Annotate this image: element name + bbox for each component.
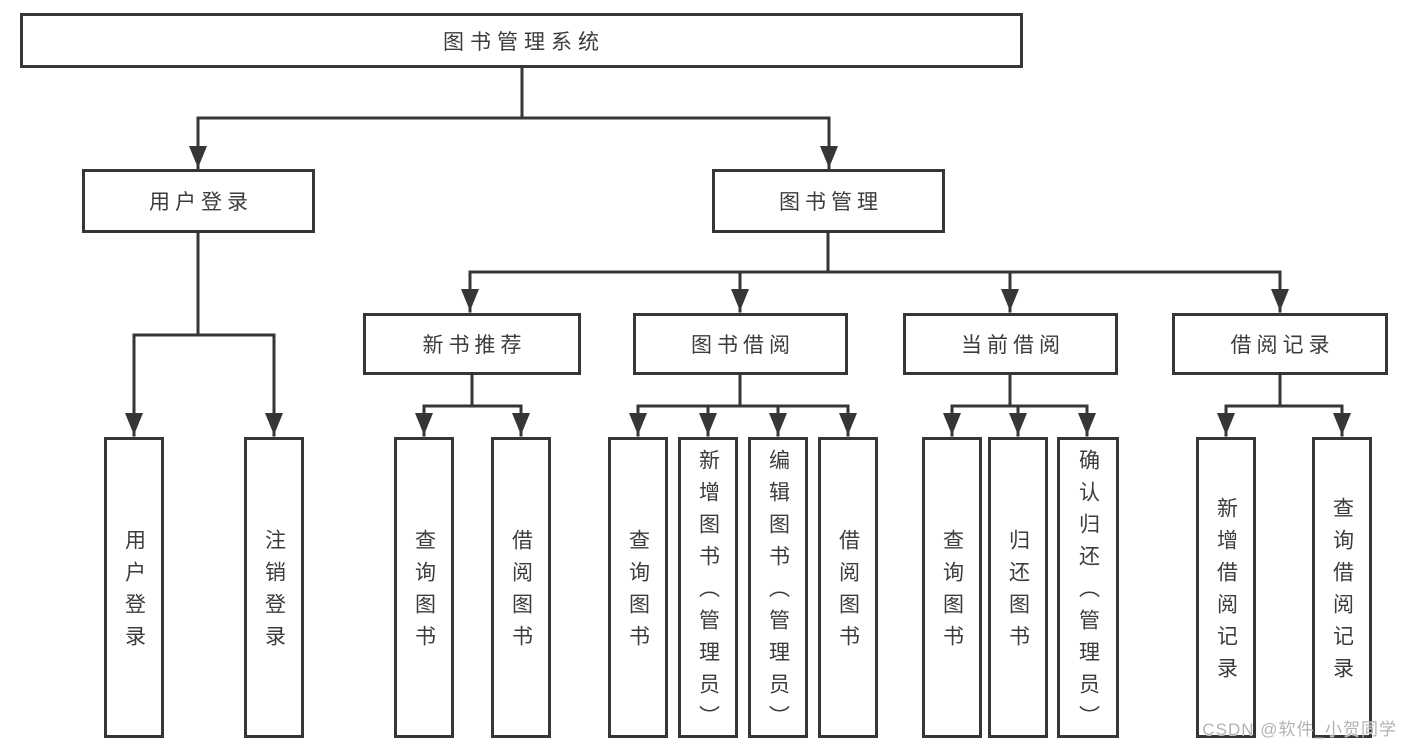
node-book-borrowing-label: 图书借阅 (691, 334, 795, 357)
node-current-borrowing-label: 当前借阅 (961, 334, 1065, 357)
leaf-borrow-books: 借阅图书 (818, 437, 878, 738)
node-borrowing-records-label: 借阅记录 (1230, 334, 1335, 357)
leaf-return-books-label: 归还图书 (1006, 529, 1030, 657)
node-borrowing-records: 借阅记录 (1172, 313, 1388, 375)
leaf-query-books-recommend: 查询图书 (394, 437, 454, 738)
leaf-borrow-books-label: 借阅图书 (836, 529, 860, 657)
leaf-query-books-current-label: 查询图书 (940, 529, 964, 657)
leaf-edit-books-admin: 编辑图书（管理员） (748, 437, 808, 738)
csdn-watermark: CSDN @软件_小贺同学 (1202, 720, 1397, 739)
leaf-borrow-books-recommend-label: 借阅图书 (509, 529, 533, 657)
leaf-return-books: 归还图书 (988, 437, 1048, 738)
node-book-borrowing: 图书借阅 (633, 313, 848, 375)
leaf-edit-books-admin-label: 编辑图书（管理员） (766, 449, 790, 737)
leaf-borrow-books-recommend: 借阅图书 (491, 437, 551, 738)
leaf-user-login-label: 用户登录 (122, 529, 146, 657)
leaf-add-books-admin: 新增图书（管理员） (678, 437, 738, 738)
leaf-confirm-return-admin: 确认归还（管理员） (1057, 437, 1119, 738)
leaf-logout-label: 注销登录 (262, 529, 286, 657)
leaf-add-borrow-record: 新增借阅记录 (1196, 437, 1256, 738)
node-user-login: 用户登录 (82, 169, 315, 233)
leaf-add-borrow-record-label: 新增借阅记录 (1214, 497, 1238, 689)
leaf-query-borrow-record-label: 查询借阅记录 (1330, 497, 1354, 689)
leaf-query-books-recommend-label: 查询图书 (412, 529, 436, 657)
leaf-query-books-borrowing-label: 查询图书 (626, 529, 650, 657)
node-current-borrowing: 当前借阅 (903, 313, 1118, 375)
leaf-logout: 注销登录 (244, 437, 304, 738)
leaf-query-books-current: 查询图书 (922, 437, 982, 738)
leaf-query-books-borrowing: 查询图书 (608, 437, 668, 738)
node-library-system: 图书管理系统 (20, 13, 1023, 68)
node-book-management-label: 图书管理 (779, 191, 883, 214)
leaf-confirm-return-admin-label: 确认归还（管理员） (1076, 449, 1100, 737)
node-new-book-recommend: 新书推荐 (363, 313, 581, 375)
node-user-login-label: 用户登录 (149, 191, 253, 214)
node-library-system-label: 图书管理系统 (443, 30, 605, 54)
node-book-management: 图书管理 (712, 169, 945, 233)
leaf-add-books-admin-label: 新增图书（管理员） (696, 449, 720, 737)
leaf-user-login: 用户登录 (104, 437, 164, 738)
node-new-book-recommend-label: 新书推荐 (422, 334, 527, 357)
leaf-query-borrow-record: 查询借阅记录 (1312, 437, 1372, 738)
